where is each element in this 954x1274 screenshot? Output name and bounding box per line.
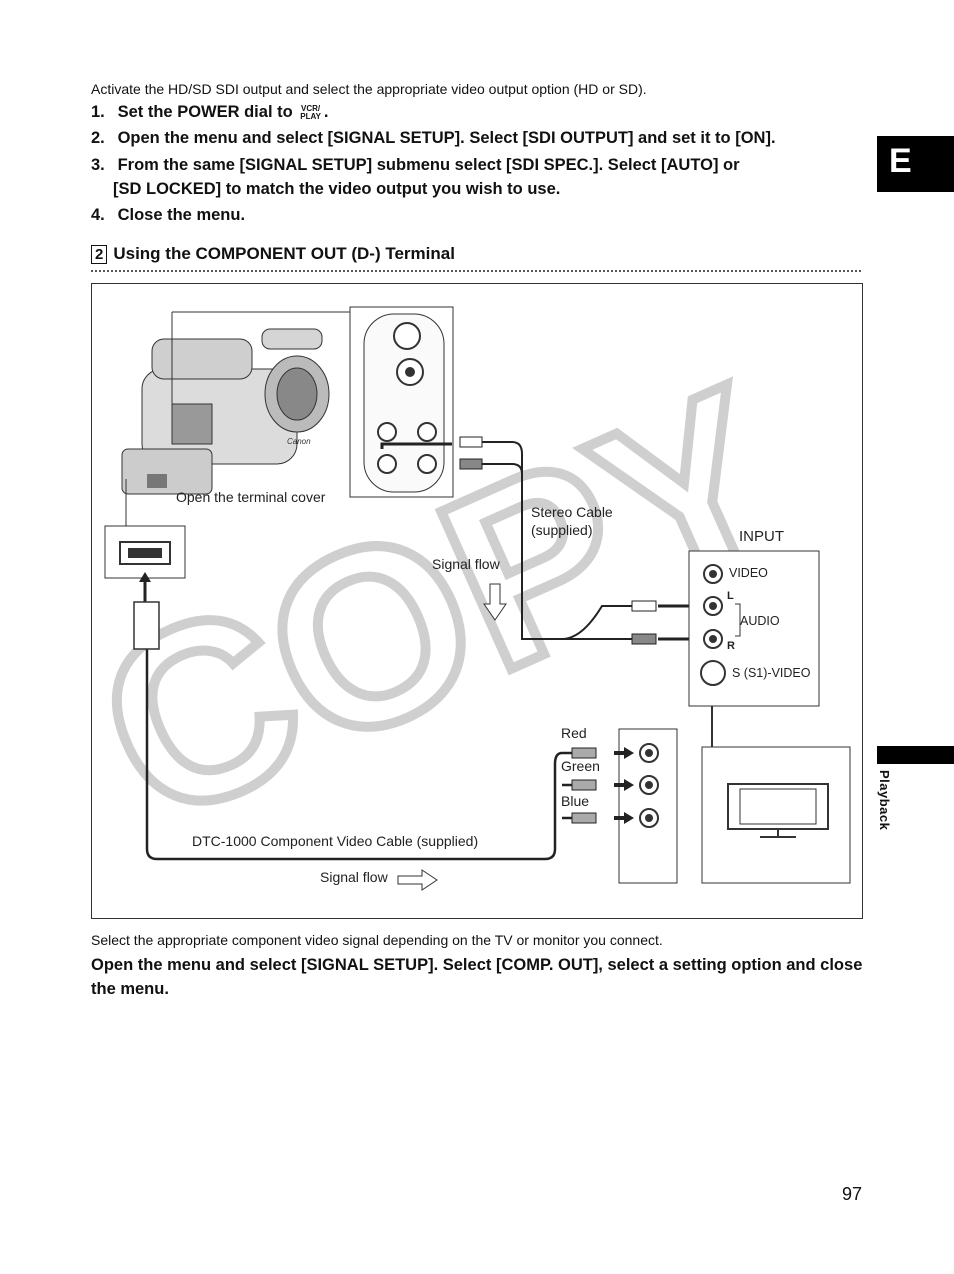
play-label: PLAY (300, 111, 321, 121)
l-label: L (727, 590, 734, 602)
open-cover-label: Open the terminal cover (176, 489, 326, 505)
component-note: Select the appropriate component video s… (91, 932, 663, 948)
section-tab-label-box: Playback (870, 770, 900, 850)
stereo-cable-label: Stereo Cable (531, 504, 613, 520)
video-jack-label: VIDEO (729, 566, 768, 580)
signal-flow-label-2: Signal flow (320, 869, 388, 885)
r-label: R (727, 640, 735, 652)
section-tab-label: Playback (877, 770, 892, 831)
section-title: Using the COMPONENT OUT (D-) Terminal (113, 244, 455, 263)
section-heading: 2 Using the COMPONENT OUT (D-) Terminal (91, 244, 455, 264)
connection-diagram: COPY Canon (91, 283, 863, 919)
step-text: Open the menu and select [SIGNAL SETUP].… (117, 129, 776, 147)
camcorder-illustration: Canon (121, 328, 330, 495)
brand-logo: Canon (287, 437, 311, 446)
step-1: 1. Set the POWER dial to VCR/PLAY. (91, 103, 329, 122)
step-number: 2. (91, 129, 105, 147)
step-text-line1: From the same [SIGNAL SETUP] submenu sel… (117, 156, 740, 174)
intro-text: Activate the HD/SD SDI output and select… (91, 81, 647, 97)
page-number: 97 (842, 1184, 863, 1204)
step-number: 1. (91, 103, 105, 121)
vcr-label: VCR/ (301, 103, 321, 113)
component-instruction: Open the menu and select [SIGNAL SETUP].… (91, 956, 863, 998)
blue-label: Blue (561, 793, 590, 809)
step-3: 3. From the same [SIGNAL SETUP] submenu … (91, 156, 740, 175)
diagram-drawing: COPY Canon (92, 306, 851, 891)
stereo-cable-supplied-label: (supplied) (531, 522, 593, 538)
step-text: Set the POWER dial to (117, 103, 293, 121)
component-cable-label: DTC-1000 Component Video Cable (supplied… (192, 833, 479, 849)
dotted-divider (91, 270, 861, 272)
green-label: Green (561, 758, 600, 774)
step-4: 4. Close the menu. (91, 206, 245, 225)
red-label: Red (561, 725, 587, 741)
step-tail: . (323, 103, 329, 121)
step-3-line2: [SD LOCKED] to match the video output yo… (113, 180, 561, 198)
step-number: 3. (91, 156, 105, 174)
step-text: Close the menu. (117, 206, 246, 224)
language-tab: E (877, 136, 954, 192)
vcr-play-icon: VCR/PLAY (300, 103, 321, 121)
section-tab-bar (877, 746, 954, 764)
language-letter: E (889, 142, 912, 180)
s-video-jack-label: S (S1)-VIDEO (732, 666, 811, 680)
input-label: INPUT (739, 528, 784, 545)
audio-jack-label: AUDIO (740, 614, 780, 628)
step-2: 2. Open the menu and select [SIGNAL SETU… (91, 129, 776, 148)
step-number: 4. (91, 206, 105, 224)
section-number: 2 (91, 245, 108, 264)
signal-flow-label-1: Signal flow (432, 556, 500, 572)
